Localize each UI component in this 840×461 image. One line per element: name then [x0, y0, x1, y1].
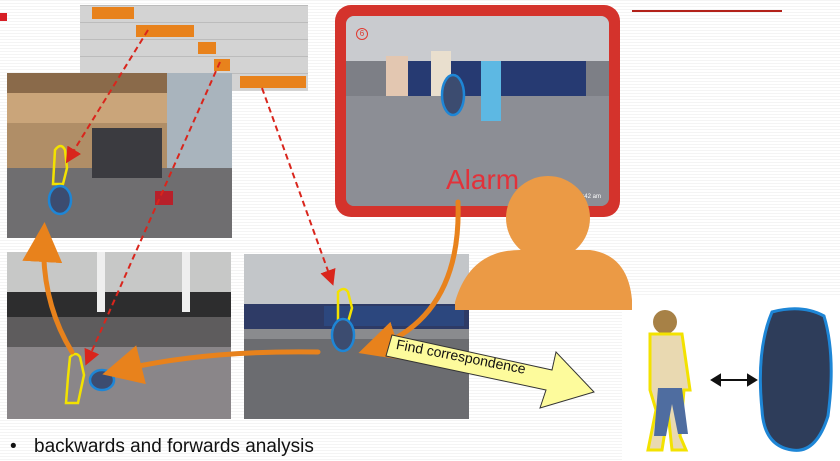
timeline-segment [136, 25, 194, 37]
alarm-time: 12:42 am [575, 194, 601, 200]
cutout-person [646, 310, 692, 452]
timeline-row [80, 39, 308, 54]
timeline-segment [214, 59, 230, 71]
bullet-item: • backwards and forwards analysis [10, 436, 314, 458]
header-rule [632, 10, 782, 12]
correspondence-arrow [385, 334, 595, 409]
alarm-label: Alarm [446, 164, 520, 195]
alarm-monitor: 6 Alarm 12:42 am [335, 5, 620, 217]
bullet-marker: • [10, 436, 17, 457]
timeline-row [80, 22, 308, 37]
header-marker [0, 13, 7, 21]
timeline-segment [198, 42, 216, 54]
bullet-text: backwards and forwards analysis [34, 436, 314, 457]
person-silhouette-icon [455, 176, 632, 310]
timeline-link-arrows [65, 29, 336, 366]
timeline-segment [240, 76, 306, 88]
bag-outline [47, 73, 466, 392]
timeline-segment [92, 7, 134, 19]
double-arrow-icon [710, 373, 758, 387]
cutout-bag [758, 307, 833, 452]
person-outline [51, 144, 354, 405]
timeline-row [80, 5, 308, 20]
timeline-row [80, 56, 308, 71]
camera-number: 6 [356, 28, 368, 40]
tracking-flow-arrows [22, 199, 461, 385]
alarm-screen: 6 Alarm 12:42 am [346, 16, 609, 206]
